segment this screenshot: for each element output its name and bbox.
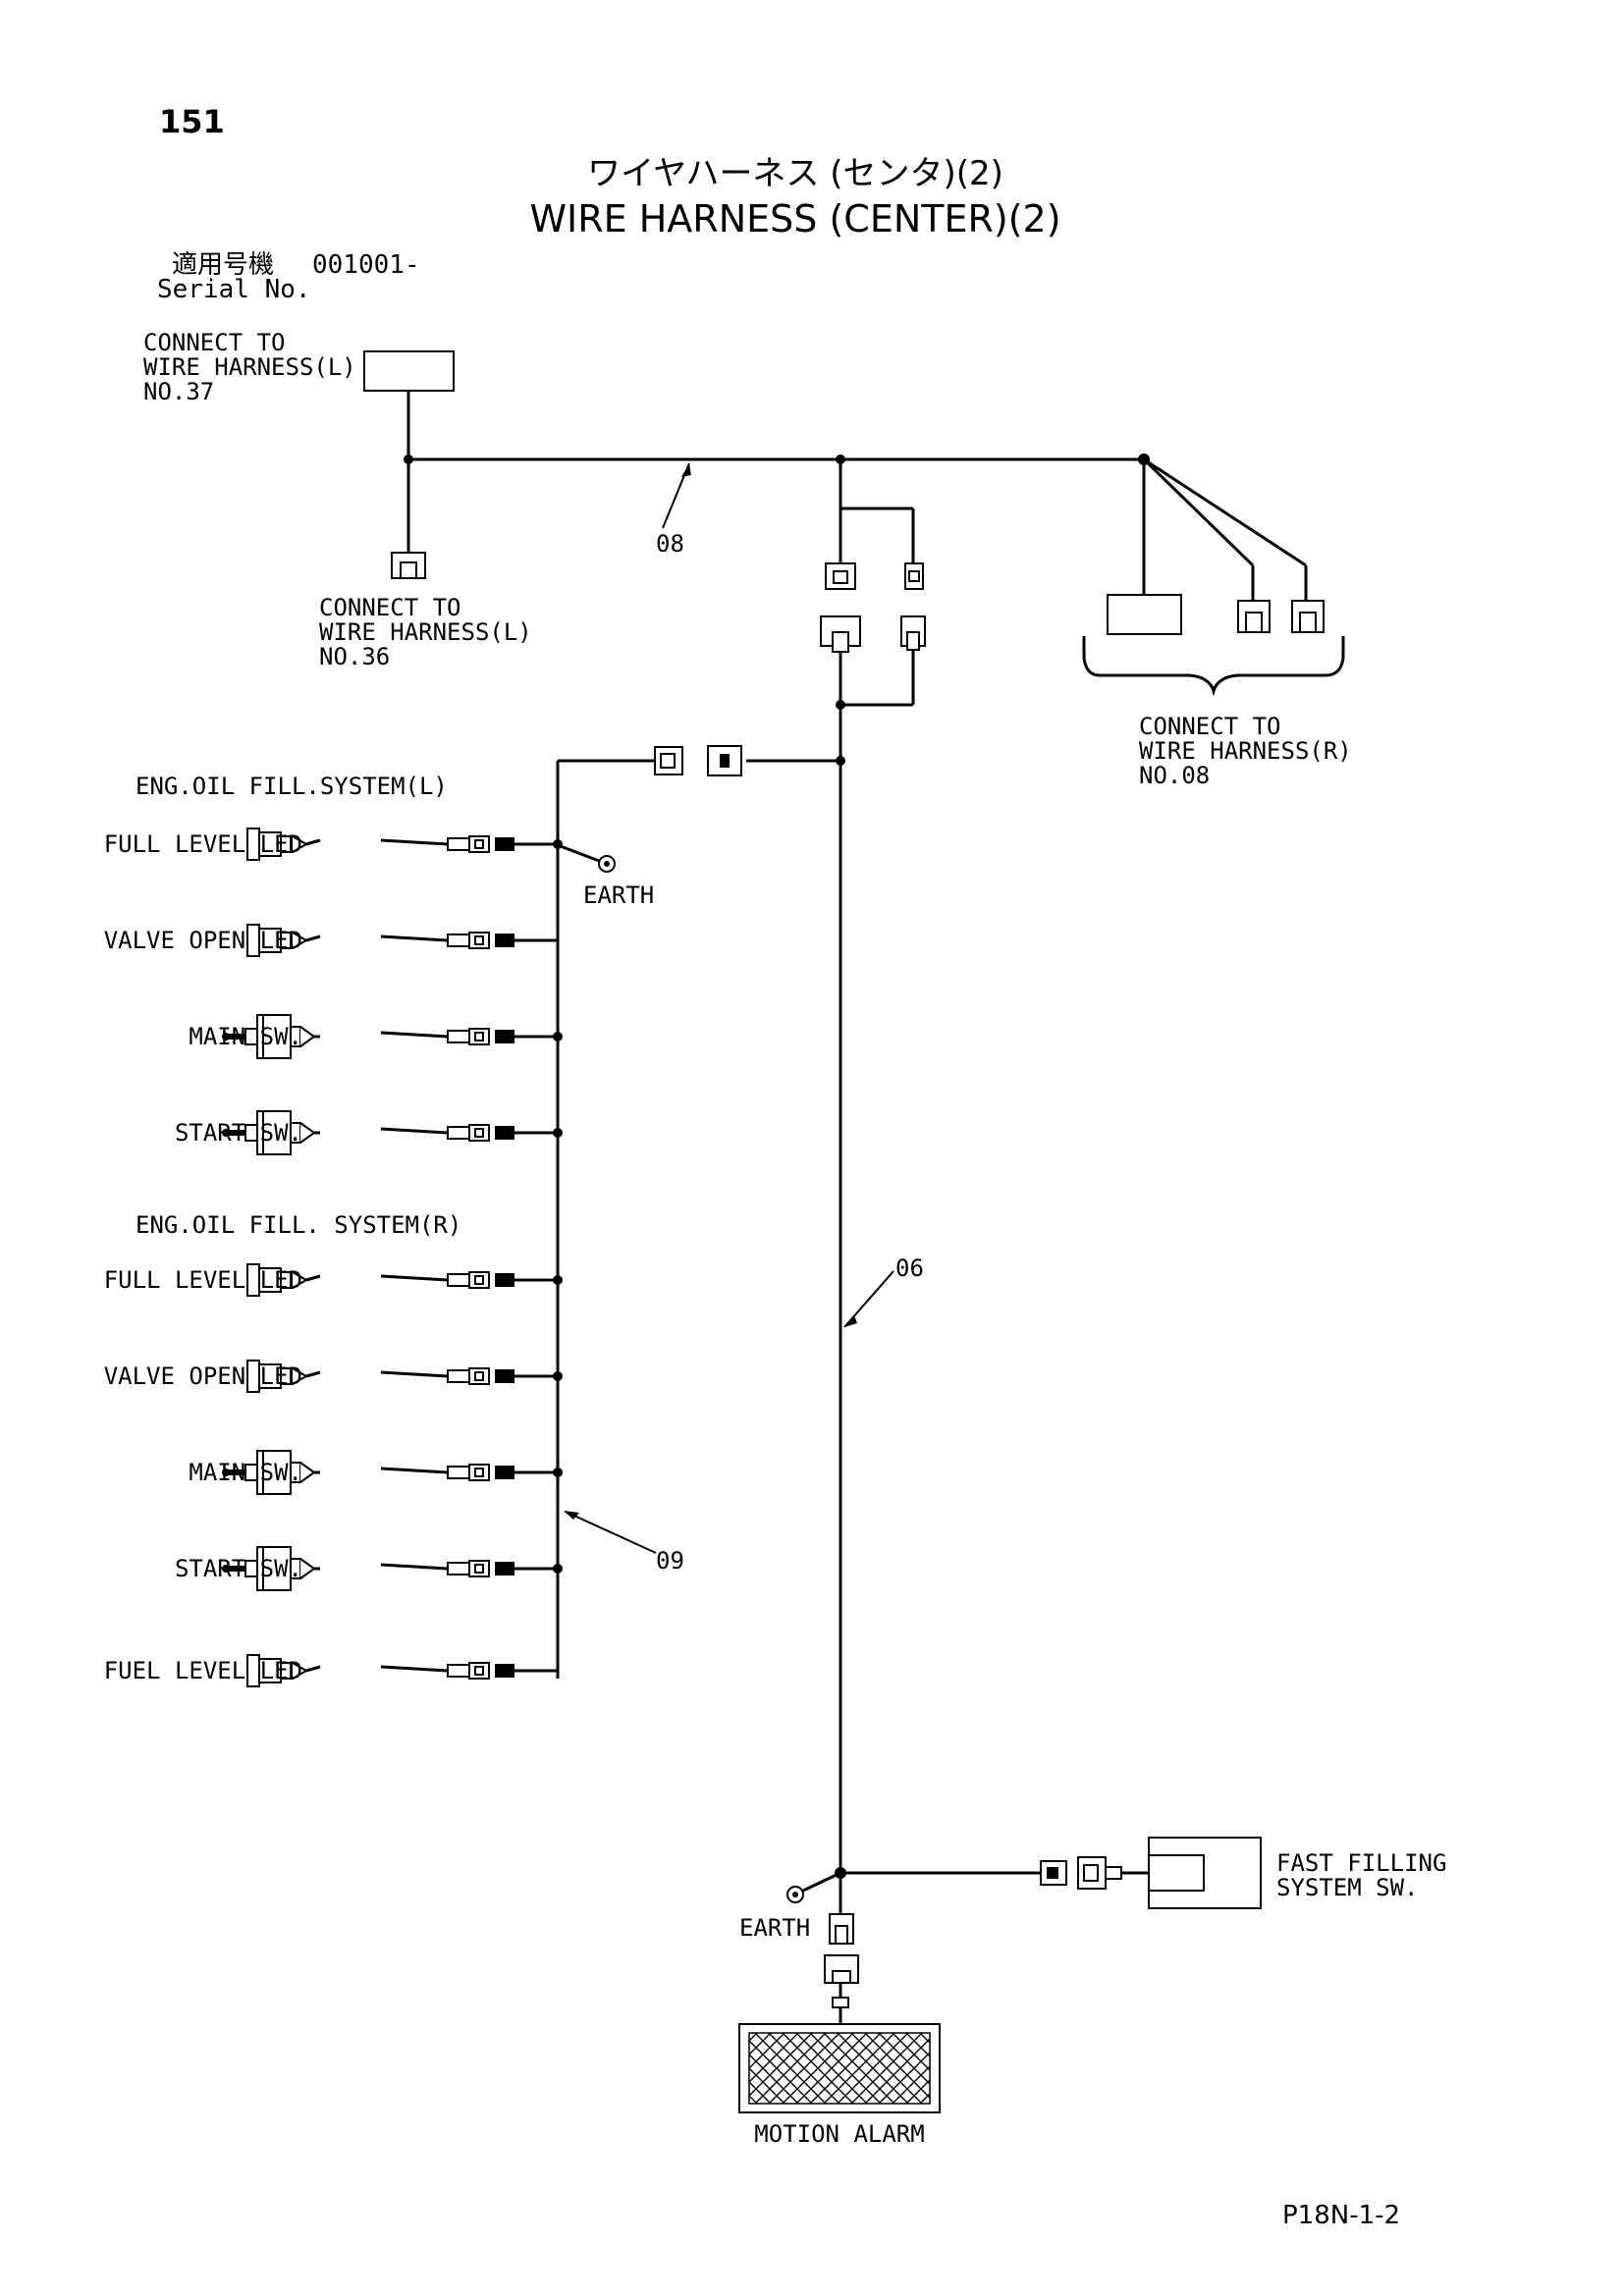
component-label: START SW.: [175, 1555, 302, 1582]
component-label: MAIN SW.: [189, 1023, 302, 1050]
title-japanese: ワイヤハーネス (センタ)(2): [587, 154, 1003, 193]
svg-text:CONNECT TO: CONNECT TO: [143, 329, 286, 356]
svg-text:NO.36: NO.36: [319, 643, 390, 670]
title-english: WIRE HARNESS (CENTER)(2): [529, 197, 1060, 240]
svg-text:SYSTEM SW.: SYSTEM SW.: [1276, 1874, 1419, 1901]
inline-connector-icon: [447, 1367, 515, 1385]
svg-text:WIRE HARNESS(L): WIRE HARNESS(L): [319, 618, 532, 646]
motion-alarm: [738, 2023, 941, 2113]
harness-l-37-connector: [363, 350, 455, 392]
inline-connector-icon: [447, 1464, 515, 1481]
inline-connector-icon: [447, 1271, 515, 1289]
led-row-2: VALVE OPEN LED: [104, 923, 558, 958]
led-row-6: VALVE OPEN LED: [104, 1359, 563, 1394]
serial-label-english: Serial No.: [157, 275, 311, 304]
component-label: FUEL LEVEL LED: [104, 1657, 302, 1684]
inline-connector-icon: [447, 932, 515, 949]
harness-l-36-connector: [391, 552, 426, 579]
switch-row-7: MAIN SW.: [189, 1451, 563, 1494]
harness-r-08-label: CONNECT TO WIRE HARNESS(R) NO.08: [1139, 713, 1352, 789]
wire-08-label: 08: [656, 530, 684, 558]
switch-row-3: MAIN SW.: [189, 1015, 563, 1058]
switch-row-8: START SW.: [175, 1547, 563, 1590]
inline-connector-icon: [447, 1560, 515, 1577]
svg-text:WIRE HARNESS(L): WIRE HARNESS(L): [143, 353, 356, 381]
component-rows: FULL LEVEL LED VALVE OPEN LED MAIN SW. STAR…: [104, 827, 563, 1688]
led-row-5: FULL LEVEL LED: [104, 1262, 563, 1298]
bottom-junction: EARTH: [739, 1837, 1262, 1942]
svg-text:NO.08: NO.08: [1139, 762, 1210, 789]
earth-label-left: EARTH: [583, 881, 654, 909]
harness-l-36-label: CONNECT TO WIRE HARNESS(L) NO.36: [319, 594, 532, 670]
component-label: FULL LEVEL LED: [104, 830, 302, 858]
center-junction: [820, 454, 926, 710]
led-row-1: FULL LEVEL LED: [104, 827, 563, 862]
inline-connector-icon: [447, 1662, 515, 1680]
footer-code: P18N-1-2: [1282, 2201, 1400, 2230]
led-row-9: FUEL LEVEL LED: [104, 1653, 558, 1688]
earth-label-bottom: EARTH: [739, 1914, 810, 1942]
wire-06-label: 06: [895, 1255, 924, 1282]
group-label-left: ENG.OIL FILL.SYSTEM(L): [135, 773, 448, 800]
svg-text:CONNECT TO: CONNECT TO: [1139, 713, 1281, 740]
svg-text:CONNECT TO: CONNECT TO: [319, 594, 461, 621]
component-label: VALVE OPEN LED: [104, 927, 302, 954]
inline-connector-icon: [447, 1028, 515, 1045]
inline-connector-icon: [447, 1124, 515, 1142]
switch-row-4: START SW.: [175, 1111, 563, 1154]
motion-alarm-feed: [824, 1873, 859, 2024]
harness-l-37-label: CONNECT TO WIRE HARNESS(L) NO.37: [143, 329, 356, 405]
svg-text:NO.37: NO.37: [143, 378, 214, 405]
wire-08-trunk: 08: [363, 350, 1144, 579]
serial-value: 001001-: [312, 250, 420, 280]
wire-09-label: 09: [656, 1547, 684, 1575]
component-label: VALVE OPEN LED: [104, 1362, 302, 1390]
motion-alarm-label: MOTION ALARM: [754, 2120, 924, 2148]
svg-text:WIRE HARNESS(R): WIRE HARNESS(R): [1139, 737, 1352, 765]
wire-06-trunk: 06: [558, 705, 924, 1873]
harness-r-branch: [1082, 454, 1345, 697]
fast-filling-switch-label: FAST FILLING SYSTEM SW.: [1276, 1849, 1446, 1901]
component-label: FULL LEVEL LED: [104, 1266, 302, 1294]
svg-text:FAST FILLING: FAST FILLING: [1276, 1849, 1446, 1877]
wire-09-bus: EARTH 09: [556, 761, 684, 1679]
component-label: MAIN SW.: [189, 1459, 302, 1486]
component-label: START SW.: [175, 1119, 302, 1147]
inline-connector-icon: [447, 835, 515, 853]
page-number: 151: [159, 103, 225, 140]
serial-label-japanese: 適用号機: [172, 250, 274, 280]
group-label-right: ENG.OIL FILL. SYSTEM(R): [135, 1211, 461, 1239]
